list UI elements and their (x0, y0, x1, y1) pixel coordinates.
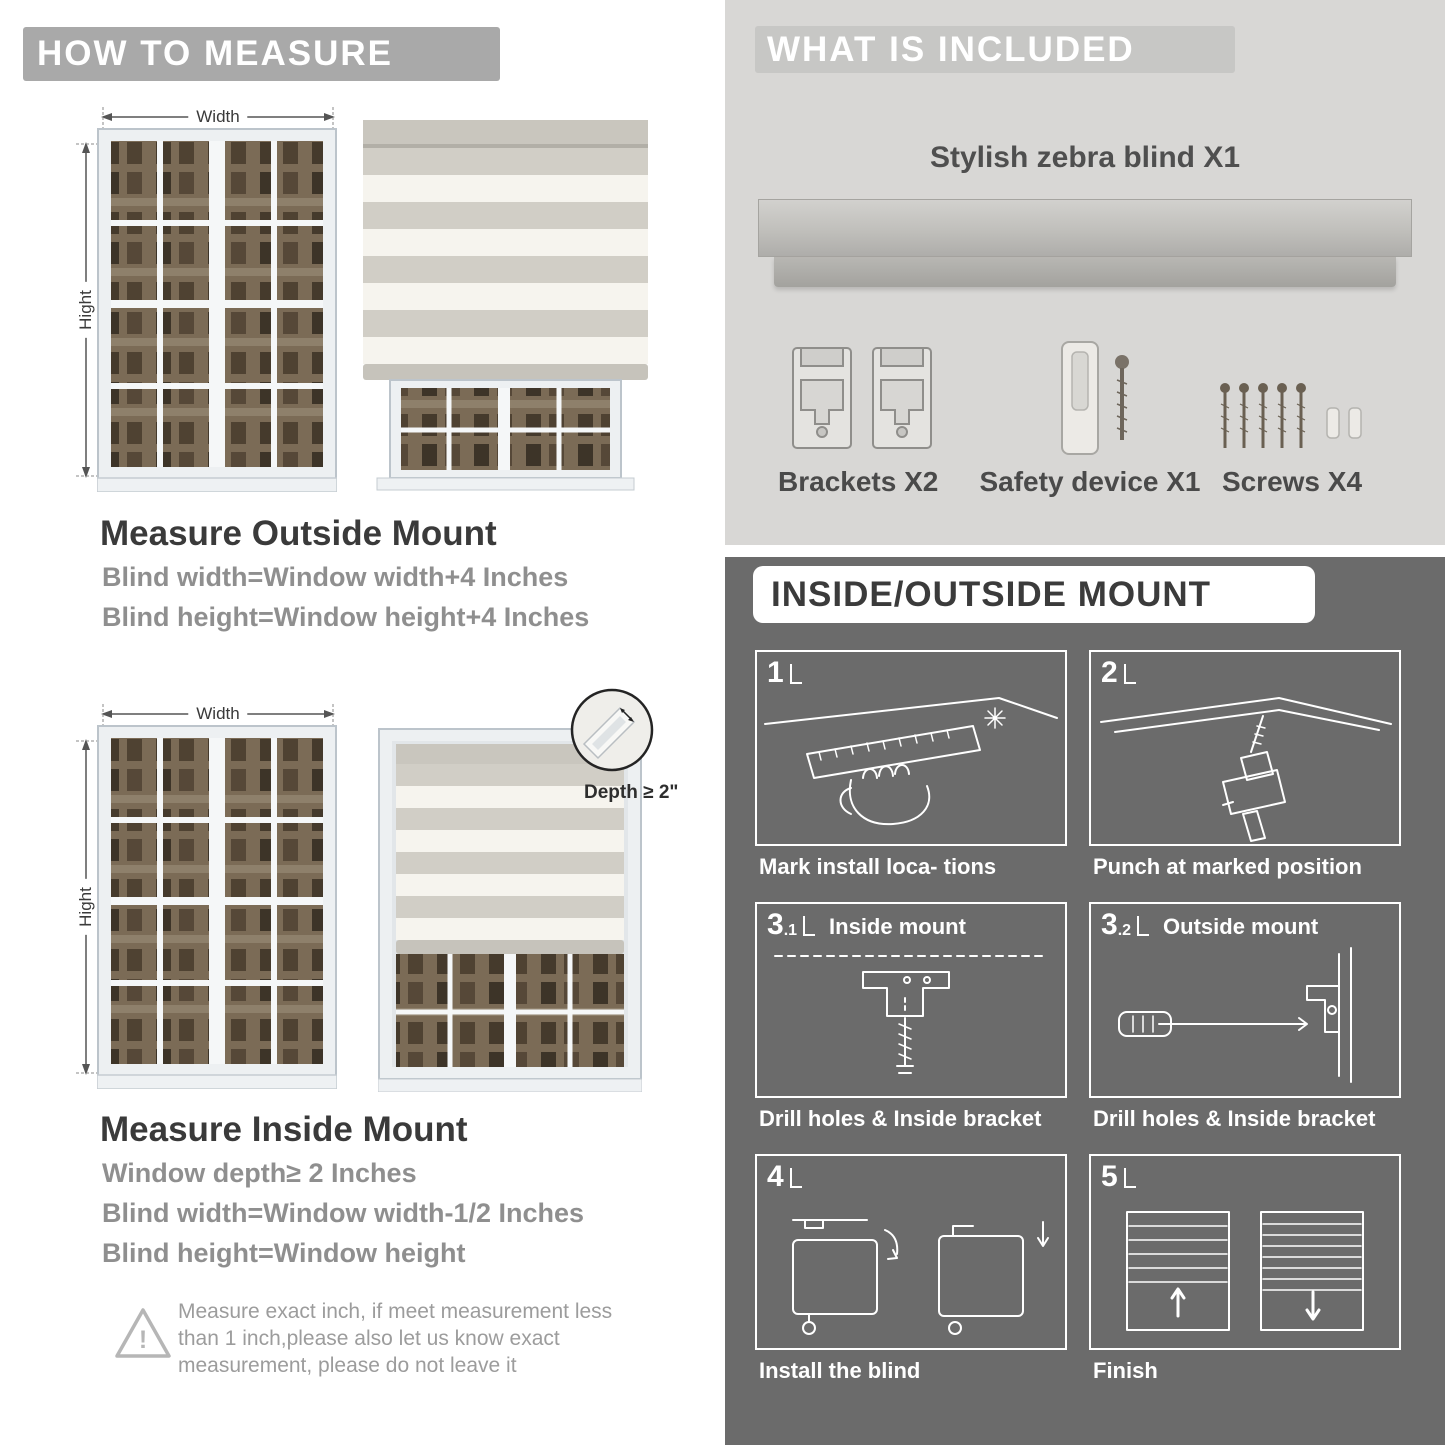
window-illustration-inside (97, 725, 337, 1089)
step-inner-label: Outside mount (1163, 914, 1319, 939)
step-number: 1 (767, 656, 784, 689)
step-caption-3-1: Drill holes & Inside bracket (759, 1106, 1042, 1131)
step-number: 5 (1101, 1160, 1118, 1193)
step-number-corner (1123, 1168, 1136, 1188)
mark-location-illustration (764, 697, 1058, 826)
blind-headrail-illustration (758, 199, 1412, 257)
warning-outline-icon (115, 1308, 171, 1358)
inside-outside-mount-header: INSIDE/OUTSIDE MOUNT (753, 566, 1315, 623)
screws-label: Screws X4 (1221, 466, 1363, 497)
mount-step-panel-4: 4 (755, 1154, 1067, 1350)
mount-step-panel-3-2: 3 .2 Outside mount (1089, 902, 1401, 1098)
inside-formula-width: Blind width=Window width-1/2 Inches (102, 1198, 585, 1228)
brackets-label: Brackets X2 (778, 466, 939, 497)
inside-formula-depth: Window depth≥ 2 Inches (102, 1158, 417, 1188)
step-number-sub: .2 (1117, 922, 1132, 939)
step-number: 4 (767, 1160, 784, 1193)
inside-bracket-illustration (774, 955, 1048, 1074)
width-measure-outside: Width (99, 106, 337, 128)
step-number: 3 (1101, 908, 1118, 941)
outside-bracket-illustration (1118, 947, 1352, 1083)
step-number-corner (803, 916, 816, 936)
step-number-corner (1137, 916, 1150, 936)
how-to-measure-header: HOW TO MEASURE (23, 27, 500, 81)
outside-formula-width: Blind width=Window width+4 Inches (102, 562, 569, 592)
depth-label: Depth ≥ 2" (584, 782, 679, 803)
step-number-corner (789, 664, 802, 684)
step-number: 3 (767, 908, 784, 941)
finish-illustration (1126, 1211, 1364, 1331)
outside-mount-title: Measure Outside Mount (100, 514, 497, 553)
outside-formula-height: Blind height=Window height+4 Inches (102, 602, 590, 632)
warning-triangle-icon: ! (112, 1304, 174, 1362)
measure-note: Measure exact inch, if meet measurement … (178, 1300, 613, 1377)
step-caption-4: Install the blind (759, 1358, 921, 1383)
height-label: Hight (76, 282, 96, 338)
included-blind-label: Stylish zebra blind X1 (929, 141, 1241, 174)
mount-step-panel-1: 1 (755, 650, 1067, 846)
what-is-included-header: WHAT IS INCLUDED (755, 26, 1235, 73)
step-caption-2: Punch at marked position (1093, 854, 1362, 879)
step-number-sub: .1 (783, 922, 798, 939)
zebra-blind-inside-illustration (378, 728, 642, 1092)
step-number-corner (789, 1168, 802, 1188)
mount-step-panel-3-1: 3 .1 Inside mount (755, 902, 1067, 1098)
zebra-blind-outside-illustration (363, 120, 648, 491)
warning-exclamation: ! (138, 1326, 148, 1354)
window-illustration-outside (97, 128, 337, 492)
height-measure-outside: Hight (75, 140, 97, 480)
width-label: Width (188, 704, 248, 724)
install-blind-illustration (792, 1219, 1049, 1335)
drill-illustration (1100, 697, 1392, 842)
step-inner-label: Inside mount (829, 914, 966, 939)
step-caption-3-2: Drill holes & Inside bracket (1093, 1106, 1376, 1131)
mount-step-panel-2: 2 (1089, 650, 1401, 846)
height-label: Hight (76, 879, 96, 935)
safety-device-label: Safety device X1 (979, 466, 1201, 497)
inside-mount-title: Measure Inside Mount (100, 1110, 468, 1149)
height-measure-inside: Hight (75, 737, 97, 1077)
step-number-corner (1123, 664, 1136, 684)
width-label: Width (188, 107, 248, 127)
width-measure-inside: Width (99, 703, 337, 725)
screws-icon (1220, 383, 1362, 448)
step-caption-5: Finish (1093, 1358, 1158, 1383)
brackets-icon (792, 347, 932, 449)
safety-device-icon (1061, 341, 1129, 455)
step-number: 2 (1101, 656, 1118, 689)
step-caption-1: Mark install loca- tions (759, 854, 997, 879)
depth-detail-circle-icon (570, 688, 654, 772)
mount-step-panel-5: 5 (1089, 1154, 1401, 1350)
blind-fascia-illustration (774, 257, 1396, 287)
inside-formula-height: Blind height=Window height (102, 1238, 466, 1268)
